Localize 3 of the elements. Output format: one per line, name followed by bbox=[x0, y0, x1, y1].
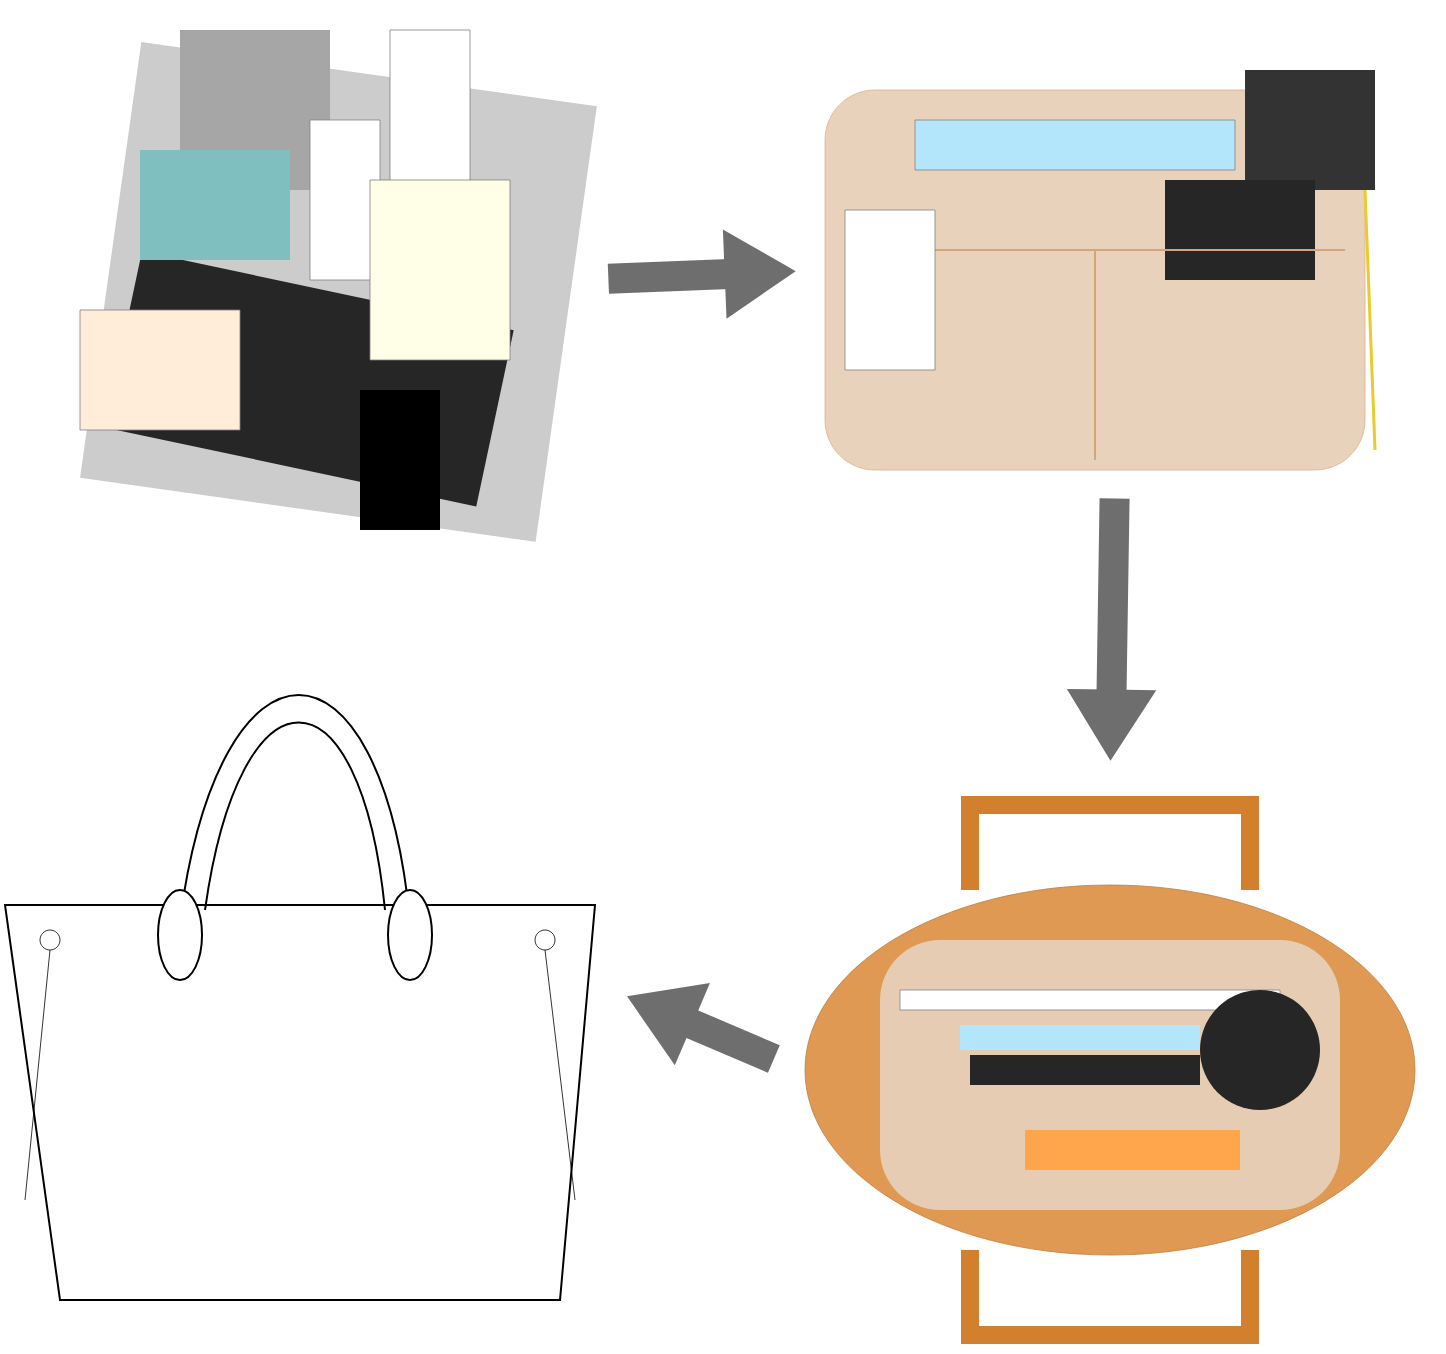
organizer-drawing bbox=[824, 70, 1377, 471]
items-drawing bbox=[79, 29, 597, 542]
bag-drawing bbox=[804, 796, 1416, 1344]
